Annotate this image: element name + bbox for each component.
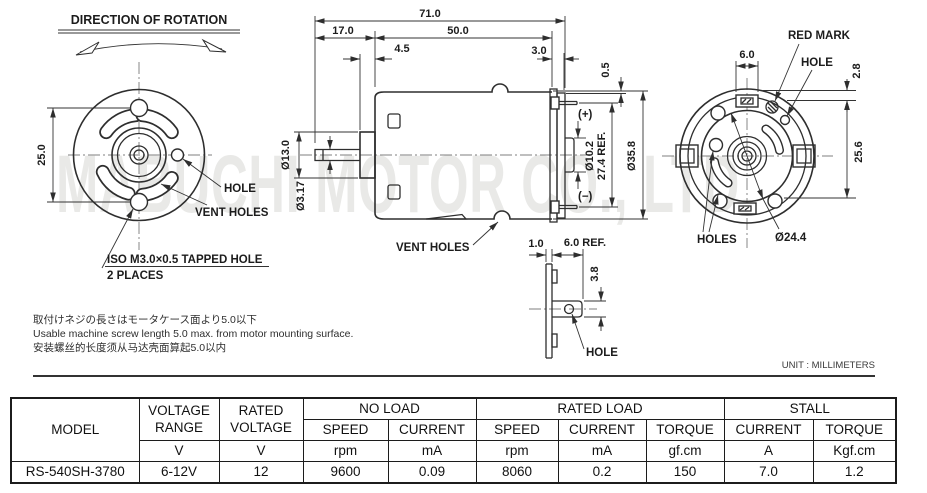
unit-st-torque: Kgf.cm — [812, 440, 897, 462]
dim-25: 25.0 — [36, 144, 48, 165]
red-mark-label: RED MARK — [788, 30, 851, 42]
th-nl-current: CURRENT — [387, 419, 477, 441]
td-nl-speed: 9600 — [302, 461, 389, 484]
front-view: DIRECTION OF ROTATION — [36, 13, 269, 282]
note-english: Usable machine screw length 5.0 max. fro… — [33, 328, 354, 340]
td-rl-current: 0.2 — [557, 461, 647, 484]
th-rl-torque: TORQUE — [645, 419, 725, 441]
dim-dia-35-8: Ø35.8 — [626, 141, 638, 171]
units-row: V V rpm mA rpm mA gf.cm A Kgf.cm — [11, 440, 897, 462]
rear-cap-dia-label: Ø24.4 — [775, 232, 807, 244]
td-model: RS-540SH-3780 — [10, 461, 140, 484]
td-voltage-range: 6-12V — [138, 461, 220, 484]
th-rl-speed: SPEED — [475, 419, 559, 441]
th-stall: STALL — [723, 397, 897, 420]
rear-vent-slots — [710, 124, 784, 188]
mounting-notes: 取付けネジの長さはモータケース面より5.0以下 Usable machine s… — [33, 313, 353, 355]
rear-hole-bottom-right — [767, 193, 783, 209]
unit-nl-speed: rpm — [302, 440, 389, 462]
red-mark-dot — [765, 100, 779, 114]
unit-voltage-range: V — [138, 440, 220, 462]
rear-hole-mid-left — [708, 137, 724, 153]
side-view: (+) (−) 71.0 17.0 50.0 4.5 3.0 — [280, 8, 648, 254]
th-rated-voltage: RATED VOLTAGE — [218, 397, 304, 441]
dim-71: 71.0 — [419, 8, 440, 20]
rear-view: RED MARK HOLE 6.0 2.8 25.6 HOLES Ø24.4 — [662, 30, 865, 248]
dim-2-8: 2.8 — [851, 63, 863, 78]
th-model: MODEL — [10, 397, 140, 462]
side-terminals — [550, 96, 578, 214]
rear-hole-top-left — [710, 105, 726, 121]
td-st-current: 7.0 — [723, 461, 814, 484]
td-st-torque: 1.2 — [812, 461, 897, 484]
td-nl-current: 0.09 — [387, 461, 477, 484]
dim-25-6: 25.6 — [853, 141, 865, 162]
dim-1-0: 1.0 — [528, 238, 543, 250]
rear-tab-left — [675, 144, 699, 168]
rear-tab-right — [792, 144, 816, 168]
unit-st-current: A — [723, 440, 814, 462]
td-rl-torque: 150 — [645, 461, 725, 484]
unit-rl-current: mA — [557, 440, 647, 462]
front-hole-label: HOLE — [224, 183, 256, 195]
dim-17: 17.0 — [332, 25, 353, 37]
front-vent-label: VENT HOLES — [195, 207, 269, 219]
rear-hole-label: HOLE — [801, 57, 833, 69]
rotation-arrow-icon — [75, 38, 227, 56]
header-row-groups: MODEL VOLTAGE RANGE RATED VOLTAGE NO LOA… — [10, 397, 897, 462]
dim-6-0: 6.0 — [739, 49, 754, 61]
dim-6-0-ref: 6.0 REF. — [564, 237, 606, 249]
dim-0-5: 0.5 — [600, 62, 612, 77]
unit-nl-current: mA — [387, 440, 477, 462]
data-row: RS-540SH-3780 6-12V 12 9600 0.09 8060 0.… — [10, 461, 897, 484]
spec-table: MODEL VOLTAGE RANGE RATED VOLTAGE NO LOA… — [10, 397, 898, 484]
rear-terminal-bottom — [733, 202, 757, 215]
dim-4-5: 4.5 — [394, 43, 409, 55]
minus-terminal-label: (−) — [578, 191, 593, 203]
plus-terminal-label: (+) — [578, 109, 593, 121]
rear-hole — [779, 114, 791, 126]
tapped-hole-top — [129, 98, 149, 118]
front-hole — [170, 148, 185, 162]
detail-hole-label: HOLE — [586, 347, 618, 359]
th-st-torque: TORQUE — [812, 419, 897, 441]
dim-3: 3.0 — [531, 45, 546, 57]
note-chinese: 安装螺丝的长度须从马达壳面算起5.0以内 — [33, 342, 227, 354]
dim-dia-13: Ø13.0 — [280, 140, 292, 170]
dim-50: 50.0 — [447, 25, 468, 37]
unit-rated-voltage: V — [218, 440, 304, 462]
tapped-hole-bottom — [129, 192, 149, 212]
note-japanese: 取付けネジの長さはモータケース面より5.0以下 — [33, 314, 257, 326]
dim-dia-10-2: Ø10.2 — [584, 141, 596, 171]
th-rated-load: RATED LOAD — [475, 397, 725, 420]
unit-rl-speed: rpm — [475, 440, 559, 462]
td-rl-speed: 8060 — [475, 461, 559, 484]
th-st-current: CURRENT — [723, 419, 814, 441]
tapped-hole-note-line2: 2 PLACES — [107, 270, 164, 282]
engineering-drawing: DIRECTION OF ROTATION — [36, 8, 865, 359]
rear-holes-label: HOLES — [697, 234, 737, 246]
front-vent-slots — [95, 108, 179, 202]
divider-line — [33, 375, 875, 377]
td-rated-voltage: 12 — [218, 461, 304, 484]
dim-dia-3-17: Ø3.17 — [295, 181, 307, 211]
terminal-detail-view: 1.0 6.0 REF. 3.8 HOLE — [528, 237, 618, 359]
tapped-hole-note-line1: ISO M3.0×0.5 TAPPED HOLE — [107, 254, 263, 266]
direction-of-rotation-label: DIRECTION OF ROTATION — [71, 13, 227, 27]
th-voltage-range: VOLTAGE RANGE — [138, 397, 220, 441]
side-vent-label: VENT HOLES — [396, 242, 470, 254]
th-no-load: NO LOAD — [302, 397, 477, 420]
th-nl-speed: SPEED — [302, 419, 389, 441]
rear-terminal-top — [735, 94, 759, 108]
th-rl-current: CURRENT — [557, 419, 647, 441]
dim-3-8: 3.8 — [589, 266, 601, 281]
unit-label: UNIT : MILLIMETERS — [781, 360, 875, 371]
dim-27-4-ref: 27.4 REF. — [596, 132, 608, 180]
unit-rl-torque: gf.cm — [645, 440, 725, 462]
